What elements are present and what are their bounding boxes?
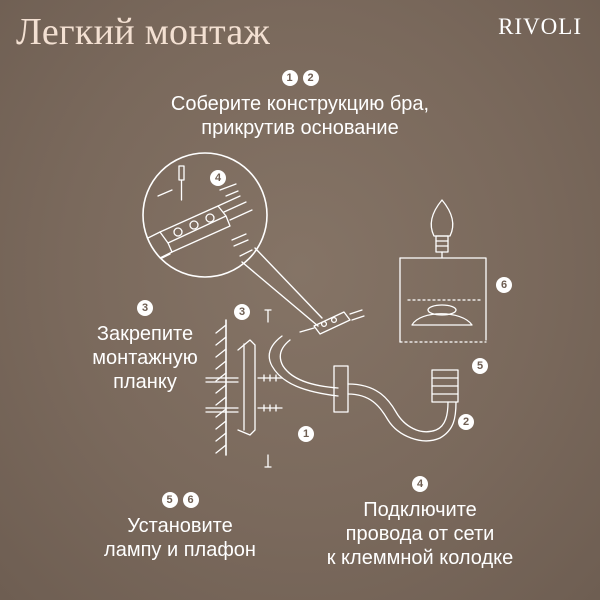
step-number-badge: 3 — [137, 300, 153, 316]
lamp-shade-icon — [399, 257, 487, 343]
step-text-line: Установите — [127, 515, 233, 537]
step-install-lamp: 5 6 Установите лампу и плафон — [80, 492, 280, 562]
terminal-block-small — [299, 309, 365, 335]
step-assemble: 1 2 Соберите конструкцию бра, прикрутив … — [0, 70, 600, 140]
step-badges: 1 2 — [0, 70, 600, 86]
step-text-line: монтажную — [92, 347, 198, 369]
step-badges: 4 — [310, 476, 530, 492]
step-badges: 5 6 — [80, 492, 280, 508]
step-text-line: лампу и плафон — [104, 539, 256, 561]
step-text-line: провода от сети — [345, 523, 495, 545]
brand-logo: RIVOLI — [498, 14, 582, 39]
diagram-label-mount: 3 — [234, 304, 250, 320]
mounting-plate-icon — [205, 309, 283, 468]
step-number-badge: 1 — [281, 70, 298, 86]
step-mount-plate: 3 Закрепите монтажную планку — [60, 300, 230, 394]
diagram-label-socket: 5 — [472, 358, 488, 374]
diagram-label-arm: 2 — [458, 414, 474, 430]
lamp-socket-icon — [431, 369, 459, 403]
step-text-line: прикрутив основание — [201, 117, 399, 139]
diagram-label-zoom: 4 — [210, 170, 226, 186]
step-text-line: Закрепите — [96, 323, 194, 345]
step-number-badge: 6 — [182, 492, 199, 508]
wall-icon — [215, 319, 227, 456]
step-badges: 3 — [60, 300, 230, 316]
lamp-arm-icon — [268, 335, 457, 442]
step-number-badge: 4 — [412, 476, 428, 492]
step-text-line: Соберите конструкцию бра, — [170, 93, 430, 115]
step-text-line: к клеммной колодке — [326, 547, 514, 569]
diagram-label-base: 1 — [298, 426, 314, 442]
page-title: Легкий монтаж — [16, 11, 271, 53]
bulb-icon — [430, 199, 454, 259]
screwdriver-icon — [178, 165, 185, 201]
step-text-line: планку — [113, 371, 177, 393]
diagram-label-shade: 6 — [496, 277, 512, 293]
terminal-block-zoom — [142, 152, 323, 327]
step-number-badge: 2 — [302, 70, 319, 86]
step-number-badge: 5 — [161, 492, 178, 508]
step-text-line: Подключите — [363, 499, 477, 521]
terminal-block-icon — [147, 195, 253, 259]
step-connect-wires: 4 Подключите провода от сети к клеммной … — [310, 476, 530, 570]
